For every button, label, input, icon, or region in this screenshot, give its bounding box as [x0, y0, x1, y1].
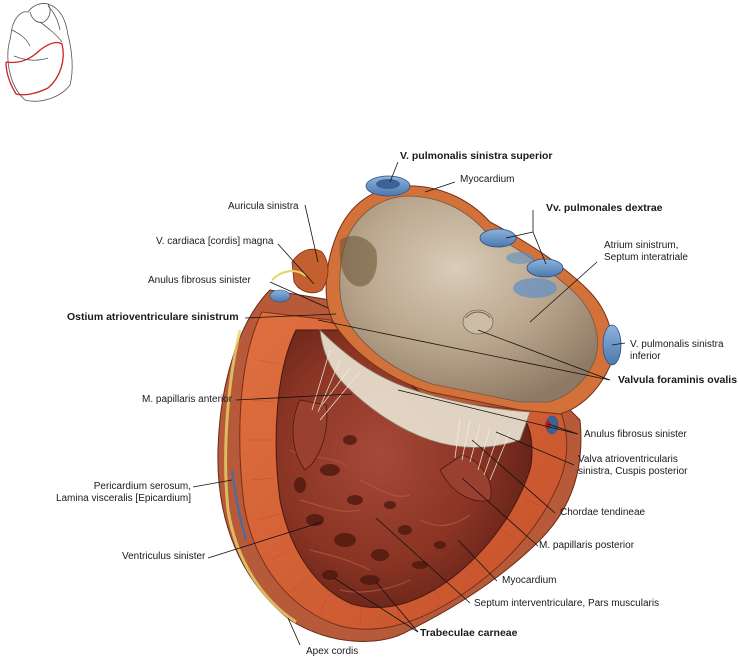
label-ventriculus-sinister: Ventriculus sinister	[122, 551, 206, 562]
label-atrium-sinistrum: Atrium sinistrum, Septum interatriale	[604, 240, 688, 263]
label-valvula-foraminis-ovalis: Valvula foraminis ovalis	[618, 374, 738, 386]
label-chordae-tendineae: Chordae tendineae	[560, 507, 646, 518]
label-valva-atrioventricularis: Valva atrioventricularis sinistra, Cuspi…	[578, 454, 688, 477]
label-m-papillaris-posterior: M. papillaris posterior	[539, 540, 635, 551]
label-myocardium-bottom: Myocardium	[502, 575, 557, 586]
label-v-pulm-sin-inf: V. pulmonalis sinistra inferior	[630, 339, 724, 362]
pulm-vein-dextra-2	[526, 258, 564, 278]
label-septum-interventriculare: Septum interventriculare, Pars musculari…	[474, 598, 660, 609]
orientation-thumbnail	[5, 3, 73, 102]
papillary-anterior	[292, 399, 328, 471]
label-auricula-sinistra: Auricula sinistra	[228, 201, 299, 212]
label-vv-pulm-dextrae: Vv. pulmonales dextrae	[546, 202, 663, 214]
label-pericardium-serosum: Pericardium serosum, Lamina visceralis […	[55, 481, 191, 504]
mitral-cusp	[319, 328, 531, 448]
fossa-ovalis	[462, 309, 494, 335]
label-trabeculae-carneae: Trabeculae carneae	[420, 627, 518, 639]
label-v-cardiaca-magna: V. cardiaca [cordis] magna	[156, 236, 274, 247]
label-anulus-fibrosus-left: Anulus fibrosus sinister	[148, 275, 251, 286]
label-m-papillaris-anterior: M. papillaris anterior	[142, 394, 233, 405]
label-apex-cordis: Apex cordis	[306, 646, 359, 657]
papillary-posterior	[439, 454, 492, 502]
label-myocardium-top: Myocardium	[460, 174, 515, 185]
label-anulus-fibrosus-right: Anulus fibrosus sinister	[584, 429, 687, 440]
pulm-vein-dextra-1	[479, 228, 517, 248]
leader-lines	[192, 161, 626, 646]
label-ostium-av-sinistrum: Ostium atrioventriculare sinistrum	[67, 311, 239, 323]
label-v-pulm-sin-sup: V. pulmonalis sinistra superior	[400, 150, 553, 162]
